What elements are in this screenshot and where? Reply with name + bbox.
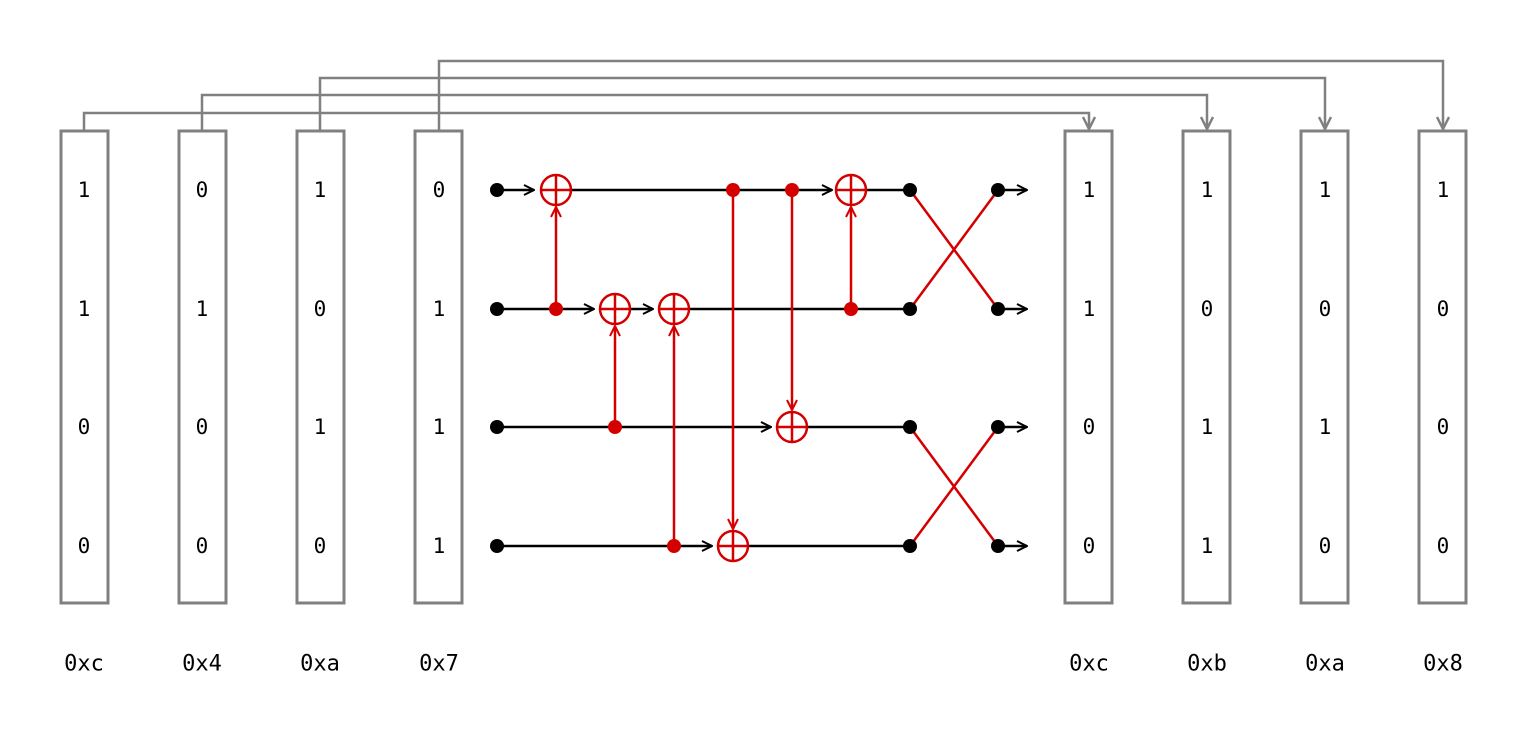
swap-end-dot: [991, 183, 1005, 197]
input-column: 1 1 0 0 0xc: [59, 129, 110, 677]
bit-value: 1: [1319, 178, 1332, 202]
input-columns: 1 1 0 0 0xc 0 1 0 0 0x4 1 0 1 0 0xa 0 1 …: [59, 129, 464, 677]
bit-value: 0: [196, 415, 209, 439]
swap-end-dot: [991, 420, 1005, 434]
xor-gate-icon: [834, 173, 868, 207]
bit-value: 1: [433, 415, 446, 439]
hex-label: 0xa: [1305, 652, 1345, 677]
wire-start-dot: [490, 302, 504, 316]
swap-crossings: [908, 189, 1000, 547]
control-dot: [608, 420, 622, 434]
swap-start-dot: [903, 420, 917, 434]
bit-value: 0: [1437, 297, 1450, 321]
bit-value: 1: [78, 178, 91, 202]
bit-value: 0: [78, 534, 91, 558]
bit-value: 0: [1083, 415, 1096, 439]
control-dot: [549, 302, 563, 316]
column-box: [1299, 129, 1350, 605]
bit-value: 0: [433, 178, 446, 202]
output-column: 1 0 1 0 0xa: [1299, 129, 1350, 677]
xor-gate-icon: [775, 410, 809, 444]
input-column: 1 0 1 0 0xa: [295, 129, 346, 677]
column-box: [1063, 129, 1114, 605]
output-column: 1 1 0 0 0xc: [1063, 129, 1114, 677]
column-box: [177, 129, 228, 605]
xor-control-lines: [556, 190, 851, 546]
swap-start-dot: [903, 302, 917, 316]
control-dot: [844, 302, 858, 316]
wire-start-dot: [490, 420, 504, 434]
column-box: [413, 129, 464, 605]
xor-gate-icon: [598, 292, 632, 326]
control-dot: [785, 183, 799, 197]
xor-gate-icon: [539, 173, 573, 207]
link-col4-to-out4: [437, 59, 1443, 131]
circuit-dots: [490, 183, 1005, 553]
bit-value: 0: [1201, 297, 1214, 321]
control-dot: [667, 539, 681, 553]
column-box: [59, 129, 110, 605]
swap-start-dot: [903, 183, 917, 197]
bit-value: 0: [1083, 534, 1096, 558]
bit-value: 0: [314, 534, 327, 558]
column-box: [295, 129, 346, 605]
input-column: 0 1 0 0 0x4: [177, 129, 228, 677]
bit-value: 0: [1437, 415, 1450, 439]
bit-value: 1: [1319, 415, 1332, 439]
swap-start-dot: [903, 539, 917, 553]
swap-end-dot: [991, 302, 1005, 316]
bit-value: 1: [1437, 178, 1450, 202]
bit-value: 0: [314, 297, 327, 321]
swap-line: [908, 426, 1000, 547]
link-col1-to-out1: [82, 111, 1089, 131]
permutation-links: [82, 59, 1443, 131]
bit-value: 0: [1437, 534, 1450, 558]
bit-value: 1: [78, 297, 91, 321]
bit-value: 0: [196, 534, 209, 558]
bit-value: 0: [1319, 534, 1332, 558]
control-dot: [726, 183, 740, 197]
hex-label: 0x7: [419, 652, 459, 677]
bit-value: 1: [1201, 178, 1214, 202]
column-box: [1417, 129, 1468, 605]
bit-value: 1: [314, 415, 327, 439]
bit-value: 1: [1201, 415, 1214, 439]
hex-label: 0xa: [300, 652, 340, 677]
bit-value: 1: [433, 534, 446, 558]
hex-label: 0xb: [1187, 652, 1227, 677]
bit-value: 1: [1083, 297, 1096, 321]
bit-value: 0: [78, 415, 91, 439]
bit-value: 1: [433, 297, 446, 321]
bit-value: 0: [1319, 297, 1332, 321]
hex-label: 0xc: [1069, 652, 1109, 677]
column-box: [1181, 129, 1232, 605]
hex-label: 0x8: [1423, 652, 1463, 677]
xor-gates: [539, 173, 868, 563]
output-column: 1 0 1 1 0xb: [1181, 129, 1232, 677]
bit-value: 0: [196, 178, 209, 202]
output-columns: 1 1 0 0 0xc 1 0 1 1 0xb 1 0 1 0 0xa 1 0 …: [1063, 129, 1468, 677]
link-col3-to-out3: [318, 76, 1325, 131]
link-col2-to-out2: [200, 93, 1207, 131]
xor-gate-icon: [716, 529, 750, 563]
bit-value: 1: [1201, 534, 1214, 558]
wire-start-dot: [490, 539, 504, 553]
swap-end-dot: [991, 539, 1005, 553]
hex-label: 0xc: [64, 652, 104, 677]
xor-circuit: [490, 173, 1027, 563]
bit-value: 1: [314, 178, 327, 202]
xor-gate-icon: [657, 292, 691, 326]
swap-line: [908, 189, 1000, 310]
input-column: 0 1 1 1 0x7: [413, 129, 464, 677]
circuit-wires: [497, 190, 1027, 546]
hex-label: 0x4: [182, 652, 222, 677]
bit-value: 1: [1083, 178, 1096, 202]
bit-value: 1: [196, 297, 209, 321]
wire-start-dot: [490, 183, 504, 197]
output-column: 1 0 0 0 0x8: [1417, 129, 1468, 677]
